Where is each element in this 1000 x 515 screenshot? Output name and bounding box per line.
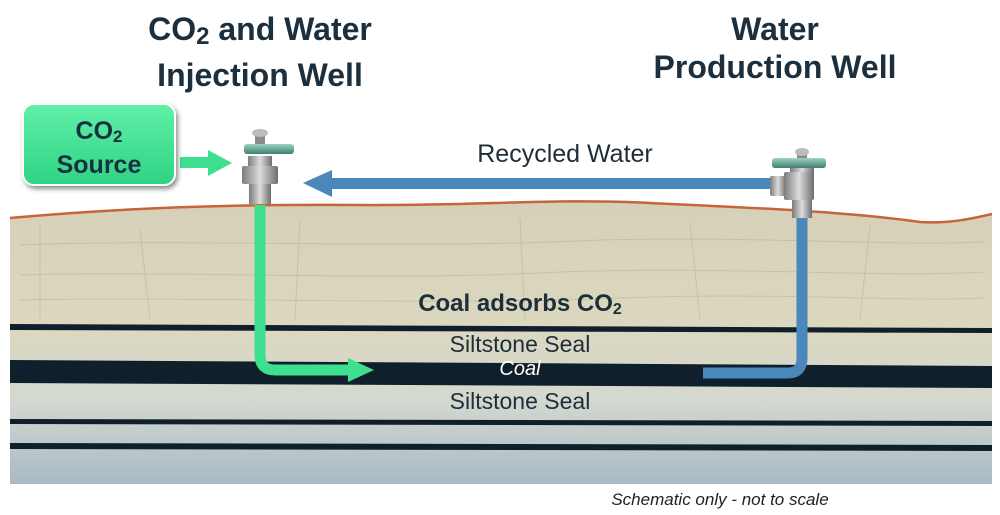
recycled-water-label: Recycled Water — [477, 140, 653, 168]
recycled-water-pipe — [330, 178, 772, 189]
coal-seam-main — [10, 360, 992, 388]
co2-source-subscript: 2 — [113, 127, 123, 146]
footnote: Schematic only - not to scale — [611, 490, 829, 509]
wellhead-valve-icon — [242, 129, 294, 204]
injection-title-rest: and Water — [209, 11, 372, 47]
injection-well-title: CO2 and Water Injection Well — [100, 10, 420, 94]
coal-adsorbs-prefix: Coal adsorbs CO — [418, 290, 613, 317]
recycled-water-arrowhead — [303, 170, 332, 197]
production-title-line2: Production Well — [653, 49, 897, 85]
ground-surface-line — [9, 200, 993, 224]
wellhead-valve-icon — [770, 148, 826, 218]
injection-title-line2: Injection Well — [157, 57, 363, 93]
water-production-pipe — [703, 215, 808, 379]
coal-adsorbs-label: Coal adsorbs CO2 — [380, 290, 660, 319]
source-arrow-shaft — [180, 157, 210, 168]
production-well-title: Water Production Well — [610, 10, 940, 86]
source-arrowhead — [208, 150, 232, 176]
siltstone-seal-lower-label: Siltstone Seal — [449, 388, 591, 414]
coal-seam-lower-2 — [10, 443, 992, 451]
co2-source-box: CO2 Source — [22, 103, 176, 186]
coal-seam-lower-1 — [10, 419, 992, 426]
production-title-line1: Water — [731, 11, 819, 47]
coal-label: Coal — [499, 358, 541, 380]
co2-source-line2: Source — [56, 151, 142, 179]
injection-title-prefix: CO — [148, 11, 197, 47]
co2-flow-arrowhead — [348, 358, 374, 382]
coal-adsorbs-subscript: 2 — [612, 301, 622, 318]
injection-title-subscript: 2 — [196, 23, 210, 50]
siltstone-seal-upper-label: Siltstone Seal — [449, 331, 591, 357]
co2-source-prefix: CO — [75, 117, 114, 145]
co2-injection-pipe — [254, 205, 350, 376]
rock-texture — [19, 217, 986, 321]
